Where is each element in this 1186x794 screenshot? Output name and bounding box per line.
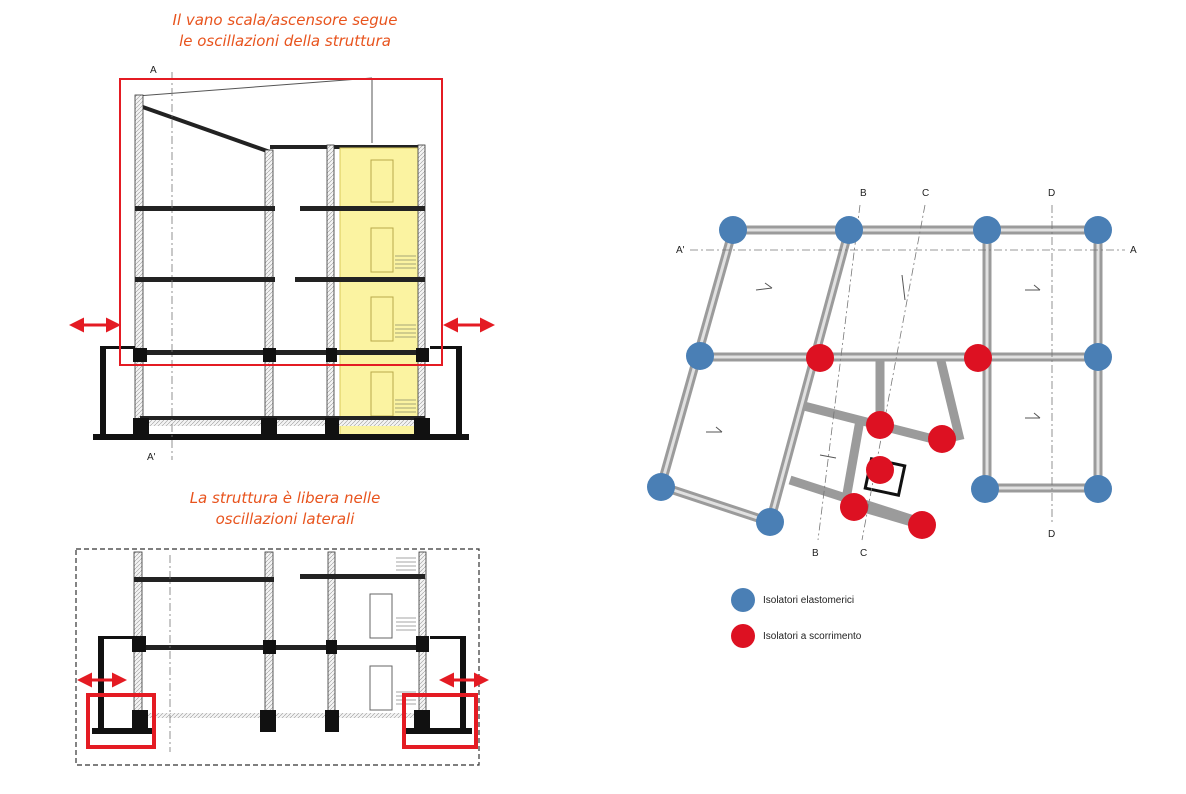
elastomeric-isolator <box>973 216 1001 244</box>
plan-mark-B-top: B <box>860 188 867 199</box>
elastomeric-isolator <box>719 216 747 244</box>
section-mark-A: A <box>150 65 157 76</box>
section-drawing-top: A A' <box>69 65 495 463</box>
plan-mark-D-top: D <box>1048 188 1055 199</box>
stair-core-highlight <box>339 147 421 439</box>
legend-item-elastomeric: Isolatori elastomerici <box>731 588 854 612</box>
elastomeric-isolator <box>1084 475 1112 503</box>
sliding-isolator <box>840 493 868 521</box>
caption-bottom-line2: oscillazioni laterali <box>215 510 355 528</box>
isolation-boundary-frame <box>75 548 480 766</box>
legend-label-elastomeric: Isolatori elastomerici <box>763 594 855 606</box>
section-mark-A-prime: A' <box>147 452 156 463</box>
elastomeric-isolator <box>1084 343 1112 371</box>
elastomeric-isolators <box>647 216 1112 536</box>
isolator-zone-right <box>402 693 478 749</box>
plan-mark-D-bottom: D <box>1048 529 1055 540</box>
plan-mark-C-bottom: C <box>860 548 867 559</box>
elastomeric-isolator <box>686 342 714 370</box>
caption-structure-free: La struttura è libera nelle oscillazioni… <box>150 488 420 530</box>
legend-item-sliding: Isolatori a scorrimento <box>731 624 861 648</box>
sliding-isolator <box>928 425 956 453</box>
elastomeric-isolator <box>756 508 784 536</box>
plan-mark-A-prime: A' <box>676 245 685 256</box>
sliding-isolators <box>806 344 992 539</box>
sliding-isolator <box>908 511 936 539</box>
sliding-isolator <box>806 344 834 372</box>
sliding-isolator <box>964 344 992 372</box>
isolator-zone-left <box>86 693 156 749</box>
elastomeric-isolator <box>647 473 675 501</box>
caption-bottom-line1: La struttura è libera nelle <box>189 489 381 507</box>
sliding-isolator <box>866 411 894 439</box>
legend-label-sliding: Isolatori a scorrimento <box>763 630 862 642</box>
plan-mark-B-bottom: B <box>812 548 819 559</box>
caption-top-line2: le oscillazioni della struttura <box>179 32 391 50</box>
elastomeric-isolator <box>835 216 863 244</box>
caption-stair-follows-structure: Il vano scala/ascensore segue le oscilla… <box>150 10 420 52</box>
sliding-isolator <box>866 456 894 484</box>
legend-marker-sliding <box>731 624 755 648</box>
section-drawing-bottom <box>75 548 489 766</box>
plan-mark-C-top: C <box>922 188 929 199</box>
moving-structure-frame <box>119 78 443 366</box>
legend-marker-elastomeric <box>731 588 755 612</box>
floor-plan: A' A B B C C D D <box>647 188 1137 559</box>
plan-mark-A: A <box>1130 245 1137 256</box>
caption-top-line1: Il vano scala/ascensore segue <box>172 11 398 29</box>
elastomeric-isolator <box>1084 216 1112 244</box>
elastomeric-isolator <box>971 475 999 503</box>
